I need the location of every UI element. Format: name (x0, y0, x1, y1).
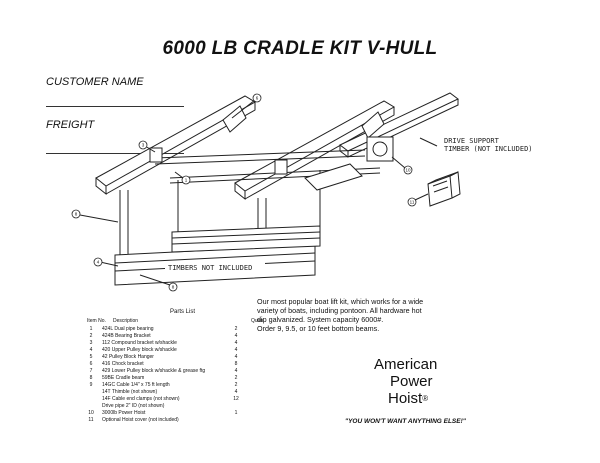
parts-description: 416 Chock bracket (102, 361, 144, 367)
header-quantity: Quan (251, 318, 264, 324)
parts-item-number: 7 (89, 368, 93, 374)
parts-item-number: 3 (89, 340, 93, 346)
brand-hoist: Hoist (388, 390, 423, 407)
callout-10: 10 (405, 168, 411, 173)
parts-item-number: 1 (89, 326, 93, 332)
drive-pipe-upper (154, 149, 366, 159)
callout-4: 4 (97, 260, 100, 265)
description-line: Our most popular boat lift kit, which wo… (257, 297, 424, 306)
parts-quantity: 4 (234, 340, 238, 346)
parts-row: 8 59BE Cradle beam 2 (85, 375, 250, 382)
freight-label: FREIGHT (46, 119, 95, 131)
parts-item-number: 9 (89, 382, 93, 388)
compound-bracket-right (274, 111, 385, 175)
parts-description: 429 Lower Pulley block w/shackle & greas… (102, 368, 206, 374)
callout-11: 11 (410, 200, 415, 205)
description-line: dip galvanized. System capacity 6000#. (257, 315, 384, 324)
description-line: Order 9, 9.5, or 10 feet bottom beams. (257, 324, 380, 333)
parts-description: Drive pipe 2" ID (not shown) (102, 403, 165, 409)
timbers-label: TIMBERS NOT INCLUDED (168, 264, 252, 272)
parts-row: 11 Optional Hoist cover (not included) (85, 417, 250, 424)
parts-list-title: Parts List (170, 309, 196, 315)
parts-row: 5 42 Pulley Block Hanger 4 (85, 354, 250, 361)
parts-quantity: 2 (234, 375, 238, 381)
registered-mark: ® (422, 394, 429, 403)
parts-description: 14GC Cable 1/4" x 75 ft length (102, 382, 170, 388)
parts-description: 14T Thimble (not shown) (102, 389, 158, 395)
parts-quantity: 4 (234, 347, 238, 353)
parts-description: 112 Compound bracket w/shackle (102, 340, 177, 346)
parts-row: 6 416 Chock bracket 8 (85, 361, 250, 368)
callout-1: 1 (185, 178, 188, 183)
hoist-cover (427, 171, 461, 207)
parts-description: 420 Upper Pulley block w/shackle (102, 347, 177, 353)
parts-description: 424L Dual pipe bearing (102, 326, 154, 332)
product-description: Our most popular boat lift kit, which wo… (257, 297, 477, 333)
timbers-not-included (171, 225, 321, 253)
parts-description: Optional Hoist cover (not included) (102, 417, 179, 423)
parts-description: 42 Pulley Block Hanger (102, 354, 154, 360)
parts-item-number: 5 (89, 354, 93, 360)
drive-support-label-2: TIMBER (NOT INCLUDED) (444, 145, 533, 153)
brand-line-3: Hoist® (374, 390, 437, 407)
parts-item-number: 6 (89, 361, 93, 367)
customer-name-line (46, 106, 184, 107)
header-description: Description (113, 318, 139, 324)
compound-bracket-left (149, 105, 247, 163)
brand-line-1: American (374, 356, 438, 373)
left-top-beam (95, 95, 256, 196)
callout-3: 3 (142, 143, 145, 148)
parts-item-number: 10 (88, 410, 94, 416)
callout-9: 8 (75, 212, 78, 217)
parts-quantity: 2 (234, 326, 238, 332)
loose-timber (304, 163, 363, 191)
slogan: "YOU WON'T WANT ANYTHING ELSE!" (345, 418, 466, 425)
parts-quantity: 1 (234, 410, 238, 416)
customer-name-label: CUSTOMER NAME (46, 76, 144, 88)
parts-row: 3 112 Compound bracket w/shackle 4 (85, 340, 250, 347)
parts-row: 4 420 Upper Pulley block w/shackle 4 (85, 347, 250, 354)
header-item: Item No. (87, 318, 106, 324)
parts-item-number: 2 (89, 333, 93, 339)
parts-row: Drive pipe 2" ID (not shown) (85, 403, 250, 410)
brand-logo: American Power Hoist® (374, 356, 437, 407)
brand-line-2: Power (390, 373, 433, 390)
parts-row: 9 14GC Cable 1/4" x 75 ft length 2 (85, 382, 250, 389)
parts-item-number: 11 (88, 417, 94, 423)
parts-description: 3000lb Power Hoist (102, 410, 146, 416)
parts-quantity: 12 (233, 396, 239, 402)
parts-row: 14T Thimble (not shown) 4 (85, 389, 250, 396)
parts-quantity: 4 (234, 354, 238, 360)
parts-quantity: 2 (234, 382, 238, 388)
callout-8: 8 (172, 285, 175, 290)
parts-row: 2 424B Bearing Bracket 4 (85, 333, 250, 340)
parts-quantity: 8 (234, 361, 238, 367)
callout-6: 6 (256, 96, 259, 101)
parts-quantity: 4 (234, 333, 238, 339)
parts-row: 10 3000lb Power Hoist 1 (85, 410, 250, 417)
description-line: variety of boats, including pontoon. All… (257, 306, 422, 315)
drive-support-label-1: DRIVE SUPPORT (444, 137, 500, 145)
page-title: 6000 LB CRADLE KIT V-HULL (162, 38, 438, 59)
parts-item-number: 4 (89, 347, 93, 353)
parts-quantity: 4 (234, 368, 238, 374)
parts-row: 7 429 Lower Pulley block w/shackle & grea… (85, 368, 250, 375)
parts-description: 59BE Cradle beam (102, 375, 145, 381)
parts-row: 14F Cable end clamps (not shown) 12 (85, 396, 250, 403)
freight-line (46, 153, 184, 154)
parts-description: 14F Cable end clamps (not shown) (102, 396, 180, 402)
power-hoist (366, 136, 394, 162)
parts-item-number: 8 (89, 375, 93, 381)
parts-description: 424B Bearing Bracket (102, 333, 151, 339)
parts-quantity: 4 (234, 389, 238, 395)
parts-row: 1 424L Dual pipe bearing 2 (85, 326, 250, 333)
